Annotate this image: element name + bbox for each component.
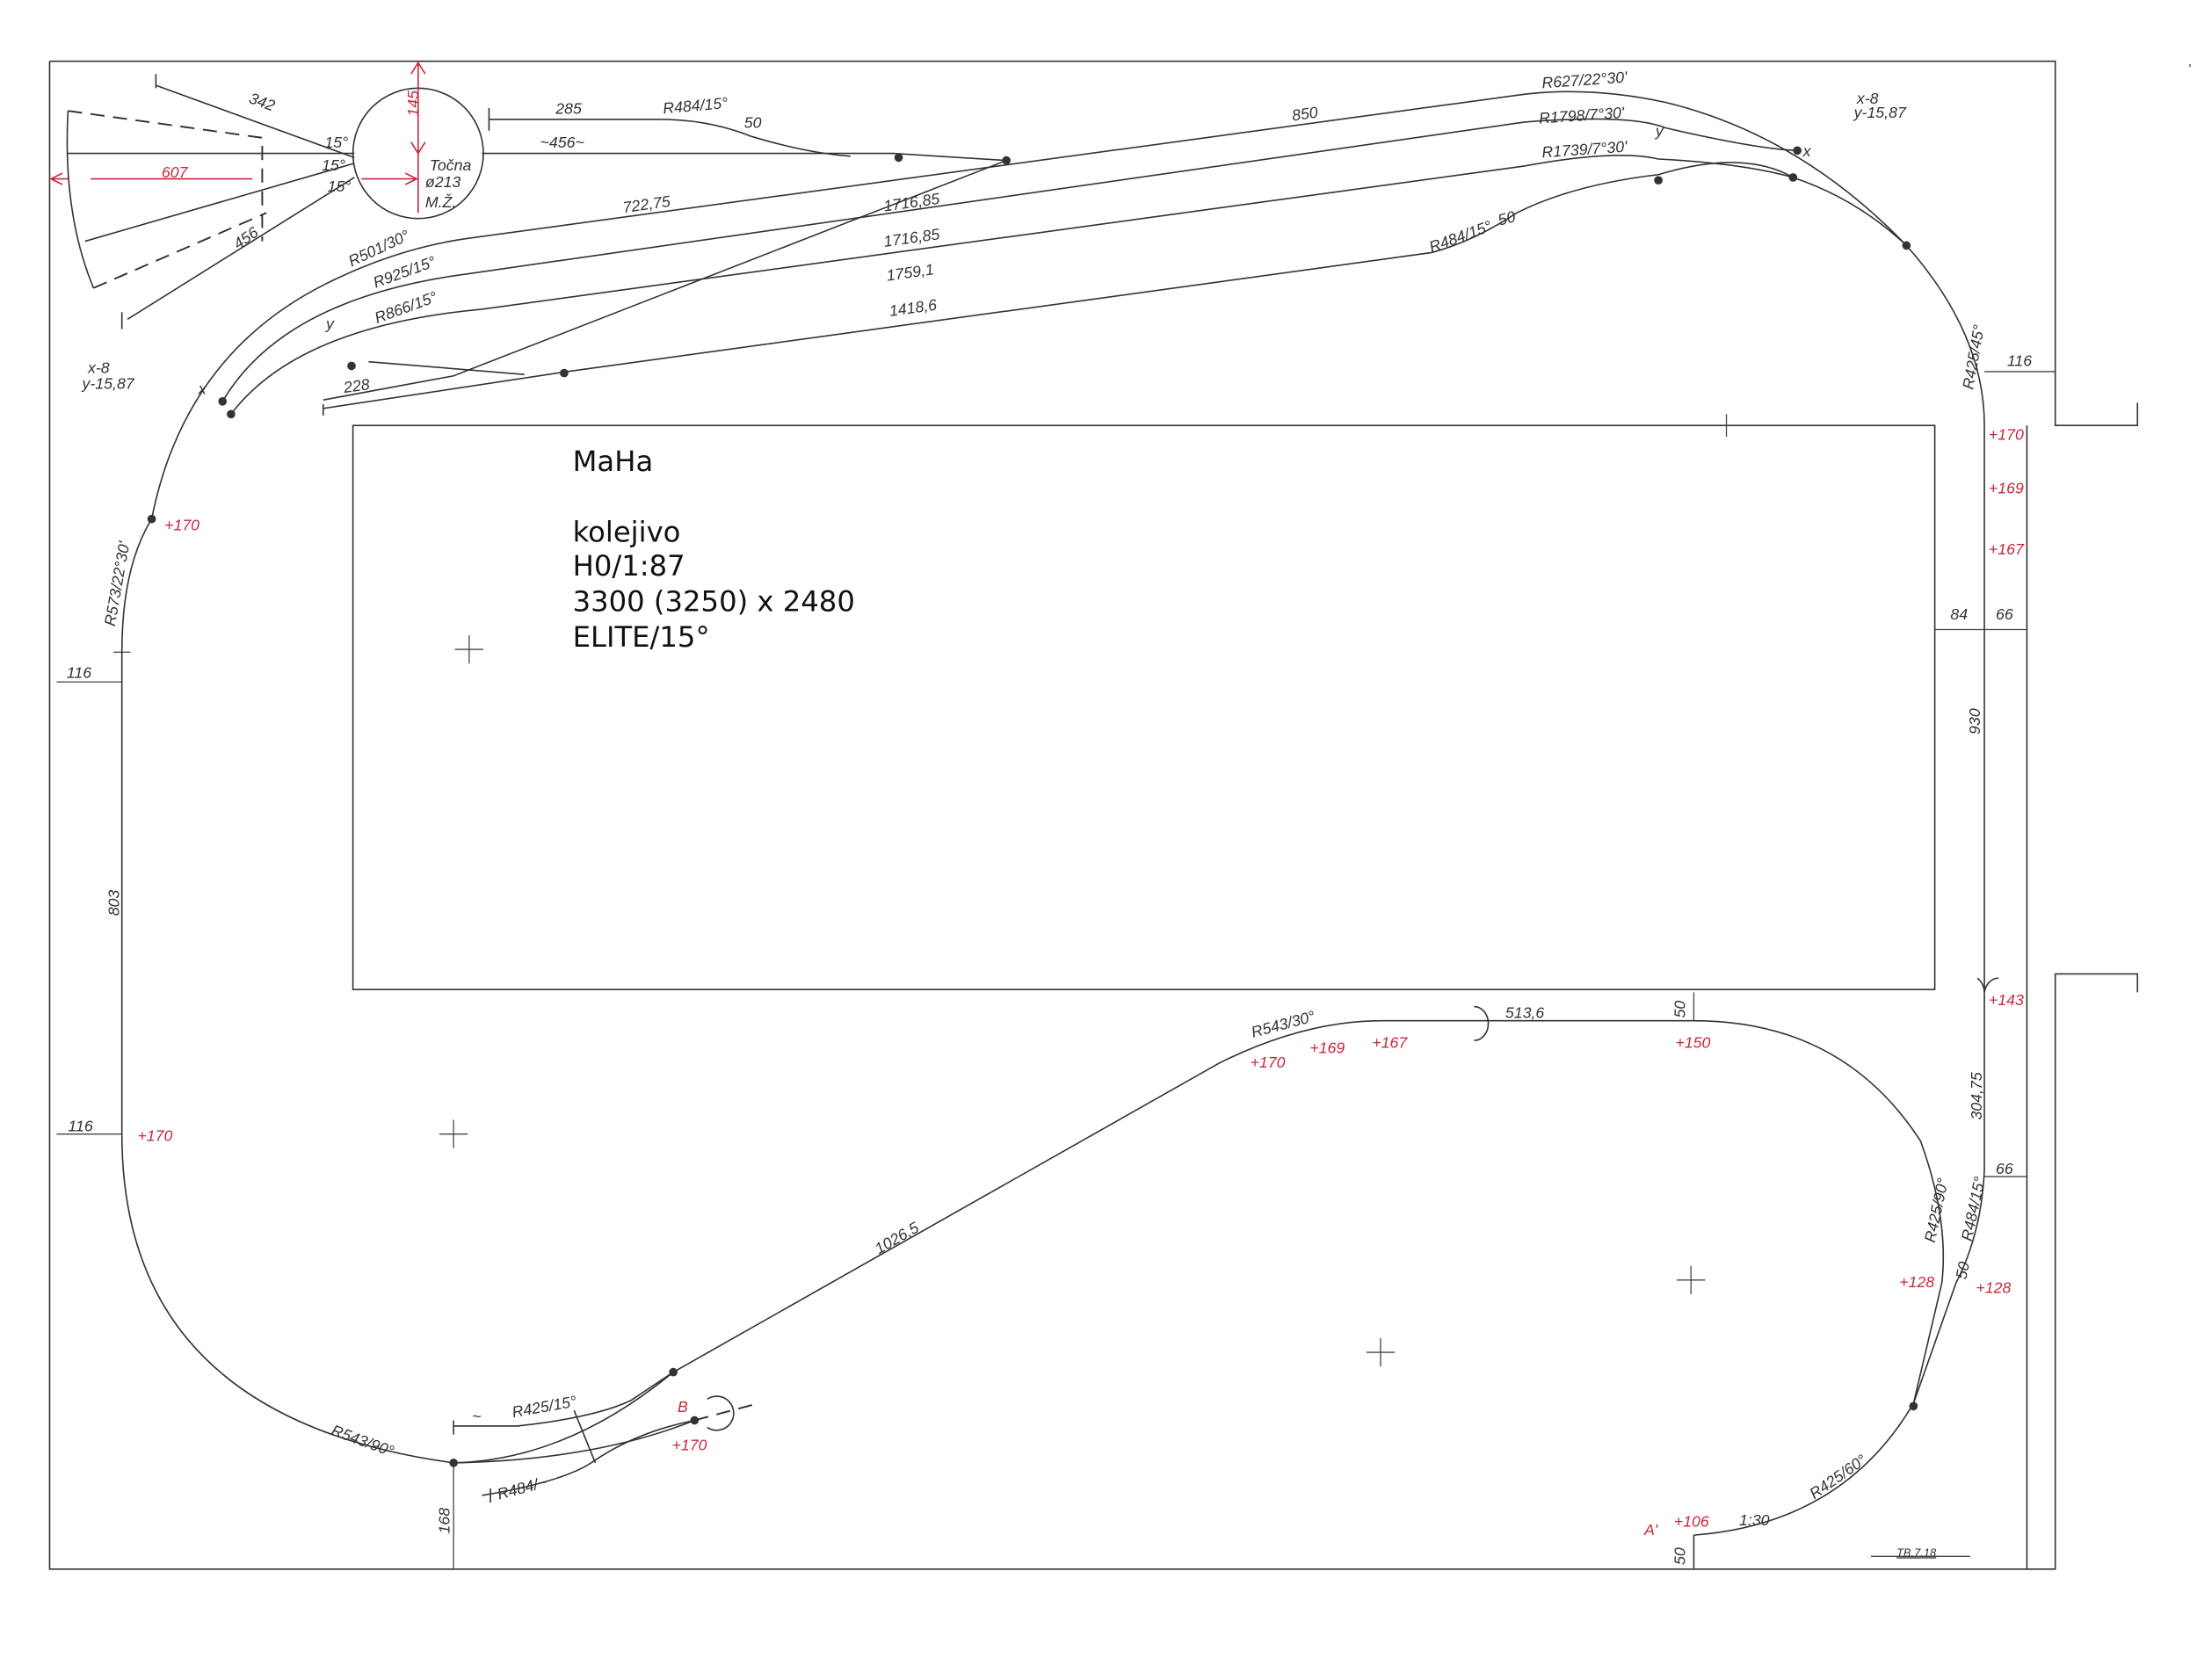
title-name: MaHa (573, 445, 654, 478)
dim-label: 607 (162, 163, 189, 181)
angle-label: 15° (322, 156, 345, 174)
radius-label: R1798/7°30' (1538, 104, 1625, 127)
title-size: 3300 (3250) x 2480 (573, 585, 855, 619)
title-system: ELITE/15° (573, 620, 710, 654)
dim-label: 285 (555, 99, 582, 117)
dim-label: 50 (1952, 1260, 1973, 1281)
elevation-label: +106 (1674, 1512, 1709, 1530)
elevation-label: +150 (1675, 1033, 1710, 1051)
elevation-label: +128 (1976, 1278, 2011, 1296)
dim-label: ~456~ (540, 134, 584, 151)
point-b-label: B (678, 1398, 688, 1416)
radius-label: R425/45° (1959, 323, 1988, 391)
elevation-label: +169 (1309, 1039, 1345, 1057)
radius-label: R543/90° (329, 1422, 396, 1460)
angle-label: 15° (328, 177, 352, 195)
turntable-note: M.Ž. (425, 193, 456, 211)
dim-label: 513,6 (1505, 1003, 1545, 1021)
elevation-label: +143 (1989, 991, 2024, 1009)
elevation-label: +167 (1989, 540, 2025, 558)
dim-label: 84 (1950, 605, 1968, 623)
dim-label: 1716,85 (882, 225, 940, 250)
dimension-lines (56, 371, 2056, 1569)
dim-label: 66 (1996, 1160, 2013, 1177)
dim-label: 1026,5 (872, 1219, 922, 1258)
dim-label: 50 (1671, 1547, 1689, 1565)
dim-label: 722,75 (621, 192, 671, 216)
dim-label: 228 (342, 375, 371, 396)
turnout-markers (147, 146, 1918, 1467)
grade-label: 1:30 (1739, 1511, 1770, 1529)
point-a-label: A' (1643, 1521, 1658, 1539)
offset-label: x-8 (87, 359, 110, 377)
dim-label: 1716,85 (882, 190, 940, 215)
offset-label: x (1802, 142, 1812, 160)
dim-label: 66 (1996, 605, 2013, 623)
dim-label: 1759,1 (885, 260, 935, 284)
title-block: MaHa kolejivo H0/1:87 3300 (3250) x 2480… (573, 445, 855, 654)
radius-label: R425/15° (511, 1393, 578, 1422)
dim-label: 342 (247, 89, 278, 114)
offset-label: y-15,87 (82, 374, 135, 392)
elevation-label: +128 (1899, 1273, 1934, 1291)
dim-label: 304,75 (1968, 1072, 1985, 1119)
dim-label: 145 (404, 91, 422, 117)
radius-label: R425/90° (1921, 1177, 1952, 1244)
inner-rectangle (352, 424, 1936, 990)
turntable (49, 61, 484, 220)
dim-label: ~ (472, 1408, 481, 1425)
radius-label: R627/22°30' (1541, 69, 1628, 92)
offset-label: y (1655, 122, 1664, 140)
dim-label: 456 (230, 223, 262, 252)
elevation-label: +170 (137, 1127, 172, 1145)
elevation-label: +170 (1251, 1054, 1286, 1071)
dimension-labels: 342 145 285 R484/15° 50 ~456~ 15° 15° 15… (67, 69, 2032, 1565)
title-subject: kolejivo (573, 515, 681, 548)
dim-label: 803 (105, 890, 122, 916)
offset-label: y-15,87 (1853, 104, 1907, 121)
offset-label: y (325, 315, 335, 333)
dim-label: 850 (1291, 103, 1319, 124)
board-outline (48, 60, 2191, 1570)
offset-label: x (198, 380, 207, 398)
elevation-labels: +170 +169 +167 +170 +170 +170 +169 +167 … (137, 425, 2025, 1539)
elevation-label: +169 (1989, 480, 2024, 497)
elevation-label: +167 (1372, 1033, 1408, 1051)
radius-label: R425/60° (1806, 1451, 1869, 1503)
center-crosses (113, 414, 1728, 1367)
radius-label: R484/15° (1958, 1175, 1989, 1242)
dim-label: 50 (1496, 207, 1517, 228)
elevation-label: +170 (672, 1436, 707, 1453)
angle-label: 15° (324, 134, 348, 151)
dim-label: 116 (68, 1117, 92, 1134)
elevation-label: +170 (1989, 425, 2024, 443)
tracks (120, 91, 1999, 1569)
dim-label: 930 (1966, 708, 1983, 735)
elevation-label: +170 (164, 517, 199, 534)
dim-label: 50 (1671, 1001, 1689, 1018)
turntable-label: Točna (430, 156, 472, 174)
radius-label: R484/15° (1427, 217, 1495, 256)
dim-label: 116 (67, 663, 91, 681)
dim-label: 168 (435, 1508, 453, 1534)
signature: TB.7.18 (1896, 1546, 1937, 1559)
title-scale: H0/1:87 (573, 549, 685, 583)
dim-label: 116 (2007, 351, 2032, 369)
dim-label: 50 (744, 114, 762, 132)
radius-label: R484/15° (662, 94, 729, 117)
dim-label: 1418,6 (888, 296, 939, 320)
radius-label: R484/~ (496, 1473, 549, 1503)
offset-label: x-8 (1856, 90, 1879, 107)
engine-shed-fan (66, 74, 355, 329)
radius-label: R1739/7°30' (1541, 138, 1628, 162)
turntable-diameter: ø213 (425, 173, 461, 191)
radius-label: R543/30° (1250, 1007, 1317, 1041)
